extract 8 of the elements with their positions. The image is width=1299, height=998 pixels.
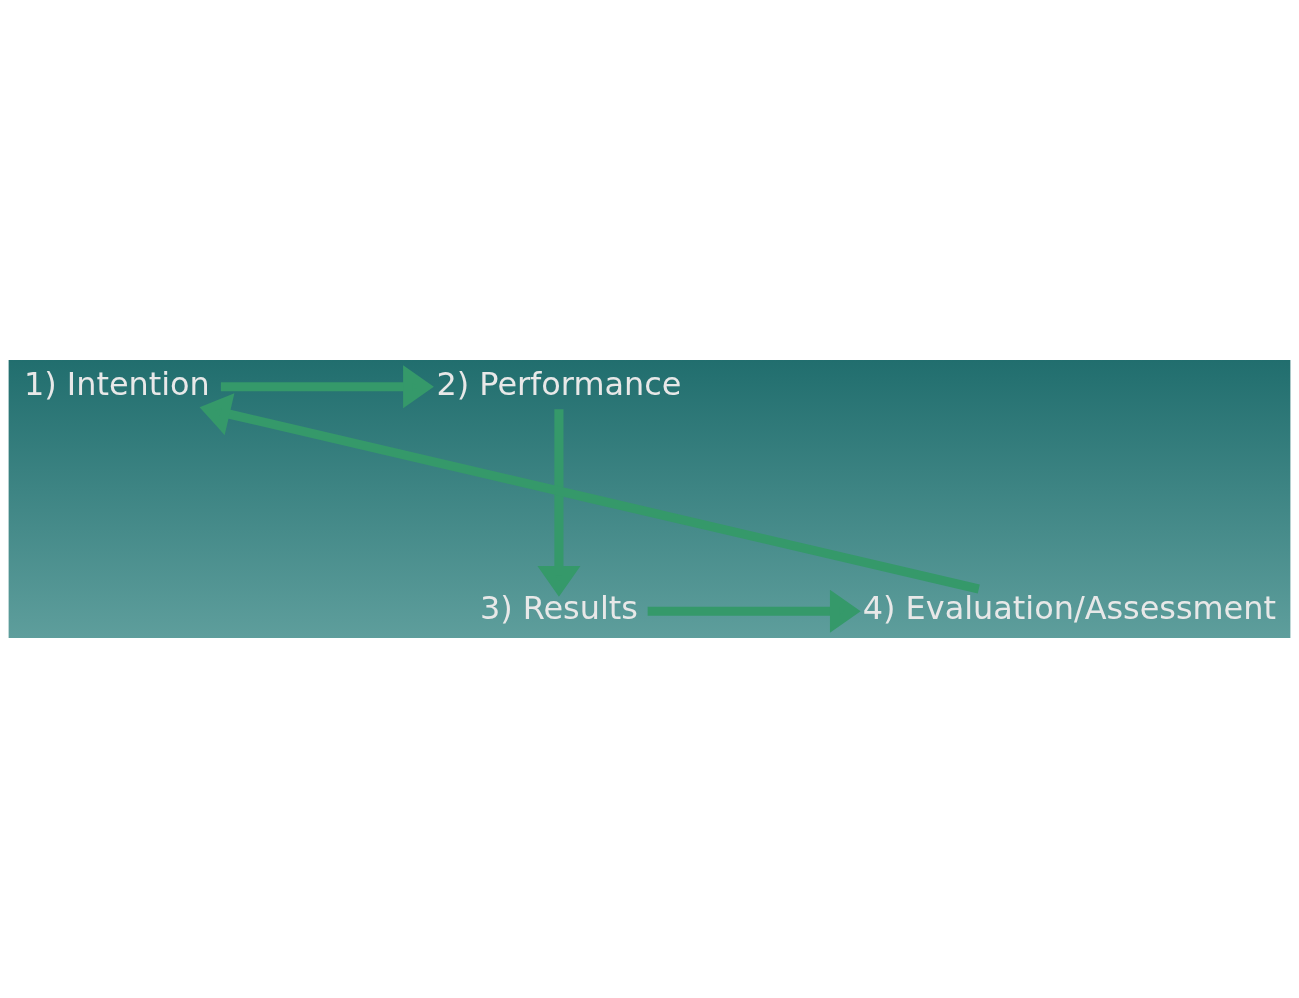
- node-text: 1) Intention: [23, 364, 210, 403]
- node-text: 4) Evaluation/Assessment: [862, 589, 1276, 628]
- arrow: [537, 409, 581, 597]
- arrow: [199, 393, 980, 594]
- arrow: [647, 589, 861, 633]
- arrow: [220, 365, 434, 409]
- node-text: 2) Performance: [436, 364, 682, 403]
- node-text: 3) Results: [479, 589, 638, 628]
